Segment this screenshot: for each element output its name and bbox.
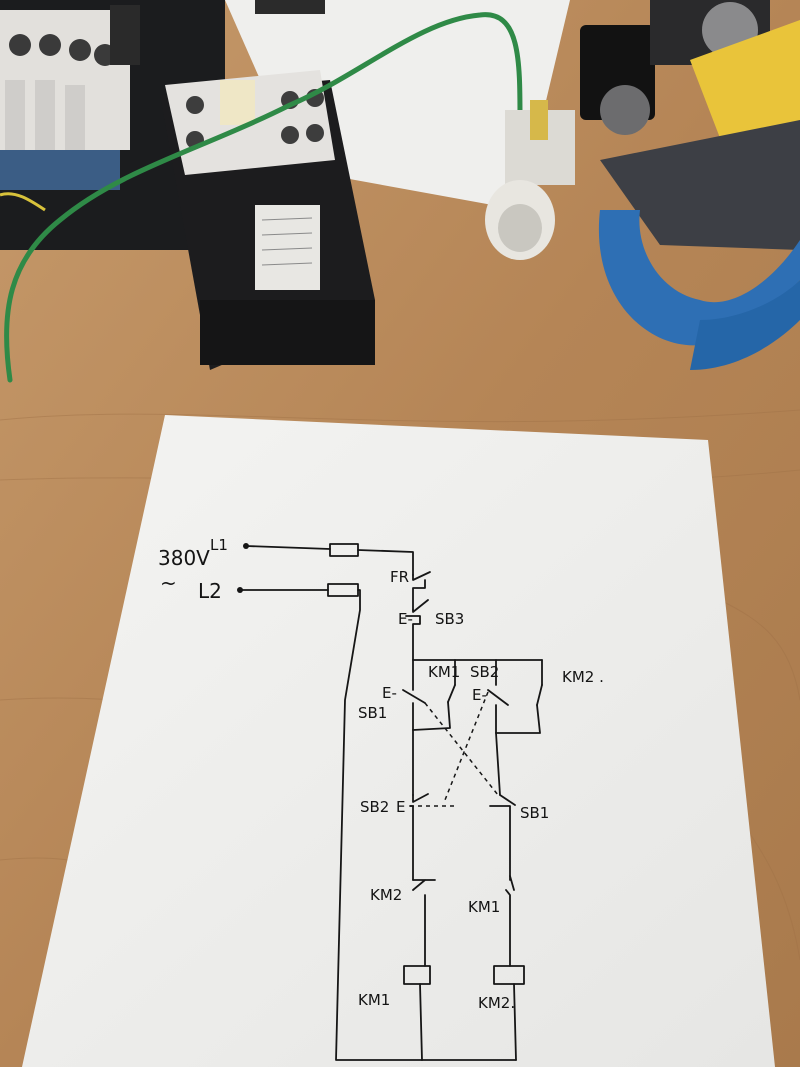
sb2-stop-contact bbox=[409, 793, 429, 881]
label-sb2-mid-prefix: E bbox=[396, 798, 405, 816]
km2-latch-contact bbox=[536, 684, 543, 706]
left-branch-wire-2 bbox=[419, 983, 423, 1061]
fr-contact bbox=[412, 571, 431, 611]
km1-coil bbox=[403, 965, 431, 985]
label-km1-interlock: KM1 bbox=[468, 898, 500, 916]
label-km1-coil: KM1 bbox=[358, 991, 390, 1009]
km2-latch-return bbox=[495, 704, 541, 734]
label-sb2-mid: SB2 bbox=[360, 798, 389, 816]
wire-l2-down bbox=[335, 589, 423, 1061]
label-e-right: E- bbox=[472, 686, 487, 704]
label-km2-interlock: KM2 bbox=[370, 886, 402, 904]
sb2-start-contact bbox=[487, 689, 509, 734]
push-button bbox=[485, 100, 575, 260]
label-fr: FR bbox=[390, 568, 409, 586]
wire-l1-to-fr bbox=[357, 549, 414, 576]
wire-l1 bbox=[245, 545, 331, 550]
clamp-meter bbox=[598, 20, 800, 370]
label-km2-right: KM2 . bbox=[562, 668, 604, 686]
paper-sheet bbox=[22, 415, 775, 1067]
pen bbox=[255, 0, 325, 14]
circuit-diagram: 380V L1 ~ L2 FR E- SB3 KM1 SB2 KM2 . E- … bbox=[158, 536, 604, 1061]
mechanical-link-2 bbox=[444, 691, 489, 801]
km2-coil bbox=[493, 965, 525, 985]
sb1-start-contact bbox=[402, 689, 426, 731]
label-e-left: E- bbox=[382, 684, 397, 702]
sb1-stop-contact bbox=[489, 794, 516, 881]
right-branch-wire-1 bbox=[495, 732, 501, 796]
sb3-contact bbox=[405, 599, 429, 661]
label-sb3-prefix: E- bbox=[398, 610, 413, 628]
label-sb2-top: SB2 bbox=[470, 663, 499, 681]
km1-interlock-contact bbox=[505, 875, 515, 967]
label-line1: L1 bbox=[210, 536, 228, 554]
label-ac-symbol: ~ bbox=[160, 571, 177, 595]
label-sb3: SB3 bbox=[435, 610, 464, 628]
label-voltage: 380V bbox=[158, 546, 210, 570]
label-line2: L2 bbox=[198, 579, 222, 603]
km1-latch-contact bbox=[447, 684, 456, 703]
label-sb1-mid: SB1 bbox=[520, 804, 549, 822]
km1-latch-return bbox=[412, 701, 451, 731]
label-km2-coil: KM2. bbox=[478, 994, 515, 1012]
contactor-front bbox=[160, 70, 375, 370]
mechanical-link-1 bbox=[424, 702, 499, 796]
yellow-wire bbox=[0, 192, 46, 212]
label-km1-top: KM1 bbox=[428, 663, 460, 681]
km2-interlock-contact bbox=[412, 879, 436, 967]
label-sb1-left: SB1 bbox=[358, 704, 387, 722]
green-wire bbox=[4, 12, 523, 383]
right-branch-wire-2 bbox=[513, 983, 517, 1061]
